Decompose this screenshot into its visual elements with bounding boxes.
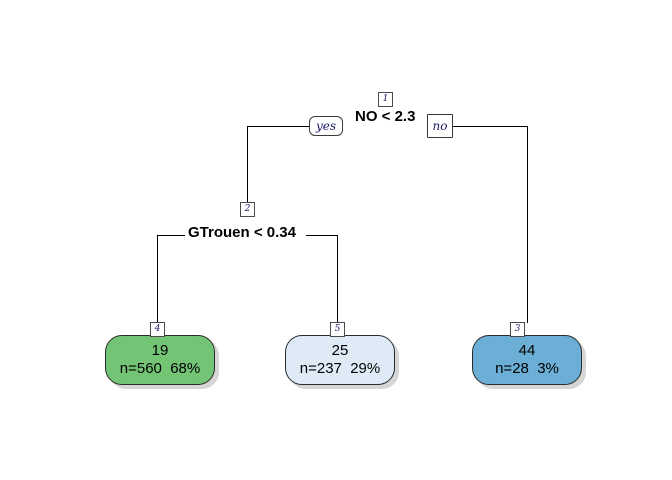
leaf-5-value: 25 [331,342,349,359]
edge-label-yes: yes [309,116,343,136]
leaf-5-stats: n=237 29% [299,360,381,377]
edge-root-yes-horizontal [247,126,310,127]
leaf-node-5: 25 n=237 29% [285,335,395,385]
edge-node2-to-leaf5-vertical [337,235,338,323]
leaf-4-stats: n=560 68% [119,360,201,377]
leaf-4-value: 19 [151,342,169,359]
node-badge-5: 5 [330,322,345,337]
edge-root-to-node3-vertical [527,126,528,323]
node-badge-4: 4 [150,322,165,337]
edge-node2-to-leaf4-vertical [157,235,158,323]
leaf-3-stats: n=28 3% [495,360,559,377]
edge-node2-right-horizontal [306,235,338,236]
node-badge-2: 2 [240,202,255,217]
leaf-node-4: 19 n=560 68% [105,335,215,385]
leaf-node-3: 44 n=28 3% [472,335,582,385]
split-rule-root: NO < 2.3 [352,108,419,125]
edge-label-no: no [427,114,453,138]
edge-root-no-horizontal [453,126,527,127]
edge-node2-left-horizontal [157,235,189,236]
split-rule-node2: GTrouen < 0.34 [185,224,299,241]
leaf-3-value: 44 [518,342,536,359]
node-badge-1: 1 [378,92,393,107]
edge-root-to-node2-vertical [247,126,248,203]
node-badge-3: 3 [510,322,525,337]
